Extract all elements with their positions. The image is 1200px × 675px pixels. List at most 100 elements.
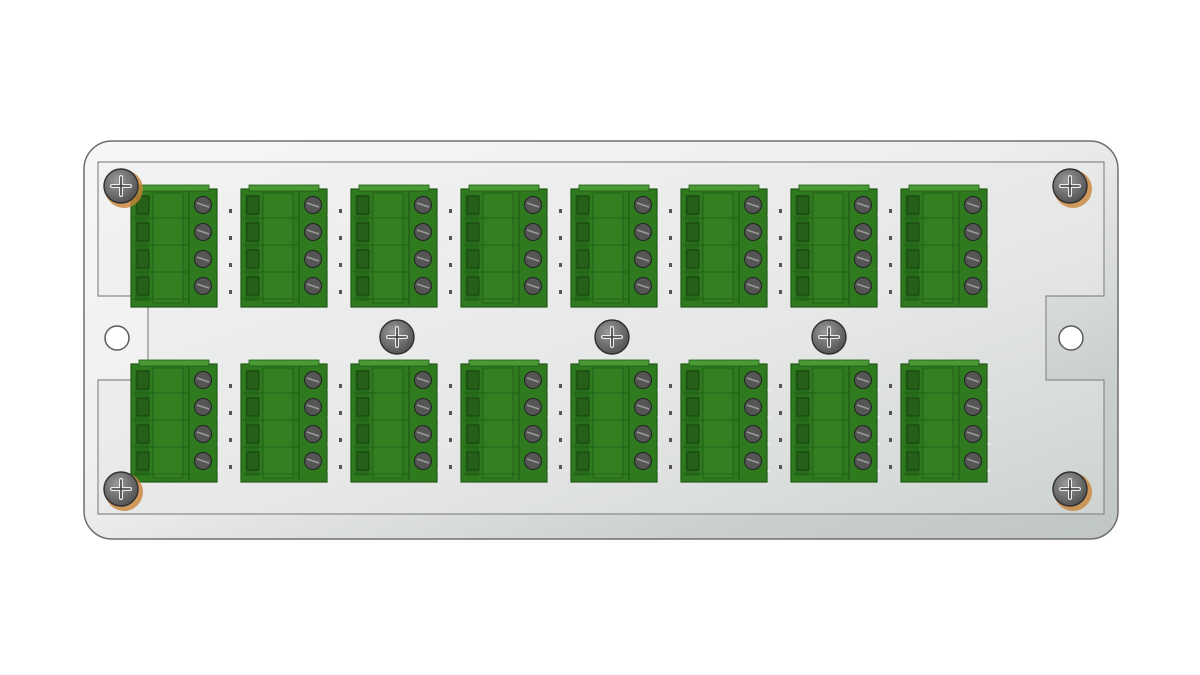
pin-marker: [547, 240, 551, 244]
wire-entry: [906, 276, 920, 296]
pin-marker: [547, 388, 551, 392]
terminal-lip: [248, 184, 320, 192]
wire-entry: [246, 222, 260, 242]
terminal-block: [339, 359, 441, 483]
terminal-block: [130, 359, 221, 483]
wire-entry: [356, 195, 370, 215]
wire-entry: [576, 222, 590, 242]
terminal-panel: [702, 367, 734, 479]
pin-marker: [767, 240, 771, 244]
solder-pad: [559, 263, 562, 267]
terminal-panel: [262, 367, 294, 479]
pin-marker: [767, 388, 771, 392]
pin-marker: [877, 442, 881, 446]
phillips-cross-shadow: [111, 176, 131, 196]
pin-marker: [987, 469, 991, 473]
wire-entry: [686, 424, 700, 444]
pin-marker: [657, 213, 661, 217]
clamp-screw-slot: [746, 377, 760, 383]
wire-entry: [356, 397, 370, 417]
clamp-screw-slot: [526, 377, 540, 383]
solder-pad: [779, 384, 782, 388]
phillips-cross-shadow: [111, 479, 131, 499]
wire-entry: [796, 276, 810, 296]
wire-entry: [576, 195, 590, 215]
pin-marker: [877, 469, 881, 473]
pin-marker: [767, 442, 771, 446]
solder-pad: [229, 236, 232, 240]
solder-pad: [559, 290, 562, 294]
pin-marker: [437, 240, 441, 244]
clamp-screw-slot: [196, 377, 210, 383]
terminal-block: [559, 184, 661, 308]
clamp-screw-slot: [636, 256, 650, 262]
clamp-screw-slot: [196, 283, 210, 289]
solder-pad: [779, 411, 782, 415]
clamp-screw-slot: [746, 404, 760, 410]
pin-marker: [987, 240, 991, 244]
wire-entry: [356, 222, 370, 242]
clamp-screw-slot: [966, 283, 980, 289]
clamp-screw-slot: [306, 283, 320, 289]
clamp-screw-slot: [196, 229, 210, 235]
pin-marker: [327, 294, 331, 298]
terminal-block: [779, 184, 881, 308]
clamp-screw-slot: [526, 404, 540, 410]
solder-pad: [339, 236, 342, 240]
wire-entry: [246, 370, 260, 390]
clamp-screw-slot: [966, 256, 980, 262]
clamp-screw-slot: [196, 458, 210, 464]
solder-pad: [889, 384, 892, 388]
clamp-screw-slot: [306, 229, 320, 235]
wire-entry: [136, 195, 150, 215]
solder-pad: [779, 236, 782, 240]
clamp-screw-slot: [526, 283, 540, 289]
wire-entry: [686, 195, 700, 215]
terminal-block: [229, 359, 331, 483]
clamp-screw-slot: [196, 256, 210, 262]
mounting-hole-icon: [1058, 325, 1084, 351]
terminal-panel: [812, 367, 844, 479]
terminal-block: [669, 359, 771, 483]
wire-entry: [466, 222, 480, 242]
clamp-screw-slot: [746, 458, 760, 464]
wire-entry: [906, 451, 920, 471]
pin-marker: [987, 442, 991, 446]
solder-pad: [559, 209, 562, 213]
clamp-screw-slot: [636, 458, 650, 464]
pin-marker: [767, 469, 771, 473]
clamp-screw-slot: [416, 458, 430, 464]
pin-marker: [217, 294, 221, 298]
pin-marker: [437, 415, 441, 419]
wire-entry: [906, 222, 920, 242]
solder-pad: [889, 438, 892, 442]
terminal-panel: [152, 192, 184, 304]
wire-entry: [356, 370, 370, 390]
clamp-screw-slot: [966, 229, 980, 235]
wire-entry: [136, 397, 150, 417]
solder-pad: [779, 438, 782, 442]
solder-pad: [669, 209, 672, 213]
wire-entry: [466, 397, 480, 417]
wire-entry: [906, 249, 920, 269]
clamp-screw-slot: [636, 377, 650, 383]
terminal-rib: [795, 195, 809, 301]
clamp-screw-slot: [636, 229, 650, 235]
phillips-screw-icon: [1052, 168, 1092, 208]
pin-marker: [437, 294, 441, 298]
solder-pad: [229, 290, 232, 294]
terminal-rib: [135, 195, 149, 301]
terminal-lip: [468, 184, 540, 192]
pin-marker: [327, 213, 331, 217]
phillips-screw-icon: [379, 319, 415, 355]
terminal-rib: [135, 370, 149, 476]
solder-pad: [229, 438, 232, 442]
pin-marker: [217, 442, 221, 446]
terminal-block: [130, 184, 221, 308]
clamp-screw-slot: [526, 256, 540, 262]
wire-entry: [466, 195, 480, 215]
clamp-screw-slot: [416, 256, 430, 262]
phillips-cross-shadow: [602, 327, 622, 347]
clamp-screw-slot: [526, 202, 540, 208]
